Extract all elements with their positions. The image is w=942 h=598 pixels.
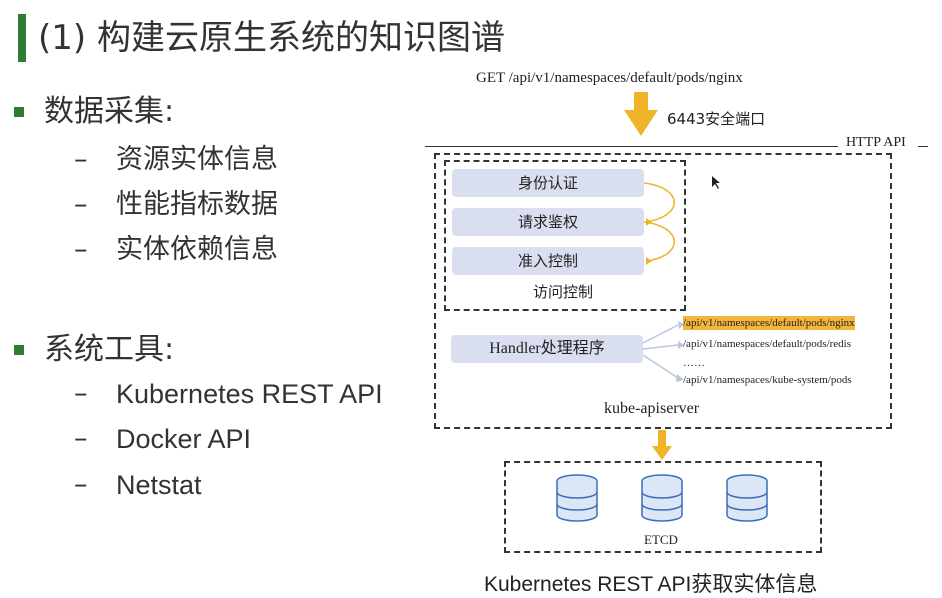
dash-icon: – bbox=[74, 189, 88, 220]
dash-icon: – bbox=[74, 234, 88, 265]
list-item: 性能指标数据 bbox=[116, 189, 278, 220]
bullet-icon bbox=[14, 107, 24, 117]
page-title: (1) 构建云原生系统的知识图谱 bbox=[38, 18, 505, 58]
port-arrow-icon bbox=[624, 92, 658, 136]
http-api-line bbox=[425, 146, 838, 147]
handler-arrow-icon bbox=[642, 324, 679, 379]
etcd-label: ETCD bbox=[644, 532, 678, 547]
dash-icon: – bbox=[74, 469, 88, 500]
admission-control-step: 准入控制 bbox=[452, 247, 644, 275]
database-icon bbox=[556, 474, 598, 522]
list-item: Kubernetes REST API bbox=[116, 379, 383, 409]
handler-box: Handler处理程序 bbox=[451, 335, 643, 363]
dash-icon: – bbox=[74, 378, 88, 409]
list-item: 资源实体信息 bbox=[116, 144, 278, 175]
request-url: GET /api/v1/namespaces/default/pods/ngin… bbox=[476, 70, 743, 86]
kube-apiserver-box bbox=[434, 153, 892, 429]
database-icon bbox=[726, 474, 768, 522]
diagram-caption: Kubernetes REST API获取实体信息 bbox=[484, 573, 818, 596]
title-accent-bar bbox=[18, 14, 26, 62]
path-kube-system: /api/v1/namespaces/kube-system/pods bbox=[683, 374, 852, 386]
access-control-label: 访问控制 bbox=[533, 283, 594, 301]
bullet-icon bbox=[14, 345, 24, 355]
list-item: 实体依赖信息 bbox=[116, 234, 278, 265]
authorization-step: 请求鉴权 bbox=[452, 208, 644, 236]
authentication-step: 身份认证 bbox=[452, 169, 644, 197]
etcd-box bbox=[504, 461, 822, 553]
access-control-box bbox=[444, 160, 686, 311]
dash-icon: – bbox=[74, 144, 88, 175]
dash-icon: – bbox=[74, 423, 88, 454]
flow-arrowhead-icon bbox=[646, 218, 652, 226]
list-item: Docker API bbox=[116, 424, 252, 454]
path-redis: /api/v1/namespaces/default/pods/redis bbox=[683, 338, 852, 350]
http-api-line-end bbox=[918, 146, 928, 147]
path-ellipsis: …… bbox=[683, 357, 705, 369]
port-label: 6443安全端口 bbox=[667, 110, 766, 128]
section-heading: 系统工具: bbox=[44, 332, 175, 367]
section-heading: 数据采集: bbox=[44, 94, 175, 129]
http-api-label: HTTP API bbox=[846, 135, 906, 150]
kube-apiserver-label: kube-apiserver bbox=[604, 400, 700, 417]
database-icon bbox=[641, 474, 683, 522]
flow-arrowhead-icon bbox=[646, 257, 652, 265]
list-item: Netstat bbox=[116, 470, 202, 500]
path-nginx: /api/v1/namespaces/default/pods/nginx bbox=[683, 316, 855, 330]
flow-curve-icon bbox=[643, 182, 675, 262]
cursor-icon bbox=[712, 176, 720, 189]
etcd-arrow-icon bbox=[652, 430, 672, 460]
